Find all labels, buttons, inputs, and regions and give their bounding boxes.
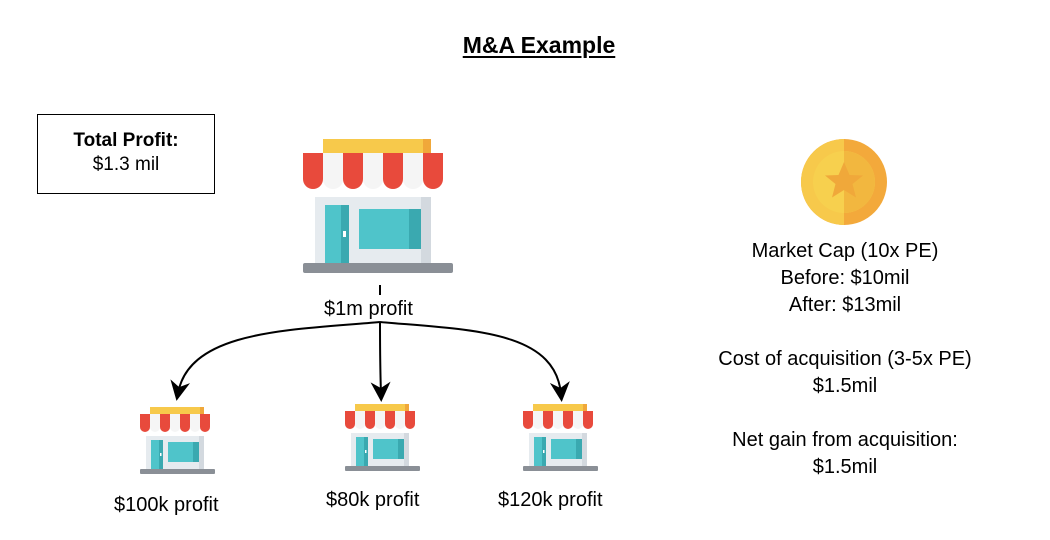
coin-icon [801,139,887,225]
acquired-store-2-caption: $80k profit [326,489,420,511]
valuation-panel: Market Cap (10x PE) Before: $10mil After… [680,238,1010,508]
acquired-store-1-caption: $100k profit [114,494,219,516]
arrow-to-store-1 [170,321,381,401]
market-cap-heading: Market Cap (10x PE) [751,240,939,262]
net-gain-value: $1.5mil [812,456,878,478]
market-cap-after: After: $13mil [788,294,902,316]
acquired-store-2-icon [345,404,420,471]
acquisition-cost-block: Cost of acquisition (3-5x PE) $1.5mil [680,346,1010,400]
arrow-to-store-2 [370,321,391,402]
net-gain-block: Net gain from acquisition: $1.5mil [680,427,1010,481]
acquisition-cost-value: $1.5mil [812,375,878,397]
total-profit-label: Total Profit: [73,130,179,151]
acquisition-cost-heading: Cost of acquisition (3-5x PE) [718,348,972,370]
acquired-store-3-icon [523,404,598,471]
main-store-caption: $1m profit [324,298,413,320]
total-profit-value: $1.3 mil [92,154,160,175]
market-cap-before: Before: $10mil [780,267,910,289]
market-cap-block: Market Cap (10x PE) Before: $10mil After… [680,238,1010,319]
acquired-store-1-icon [140,407,215,474]
arrow-to-store-3 [379,321,570,402]
diagram-title: M&A Example [462,32,616,58]
total-profit-box: Total Profit: $1.3 mil [37,114,215,194]
acquired-store-3-caption: $120k profit [498,489,603,511]
net-gain-heading: Net gain from acquisition: [732,429,958,451]
